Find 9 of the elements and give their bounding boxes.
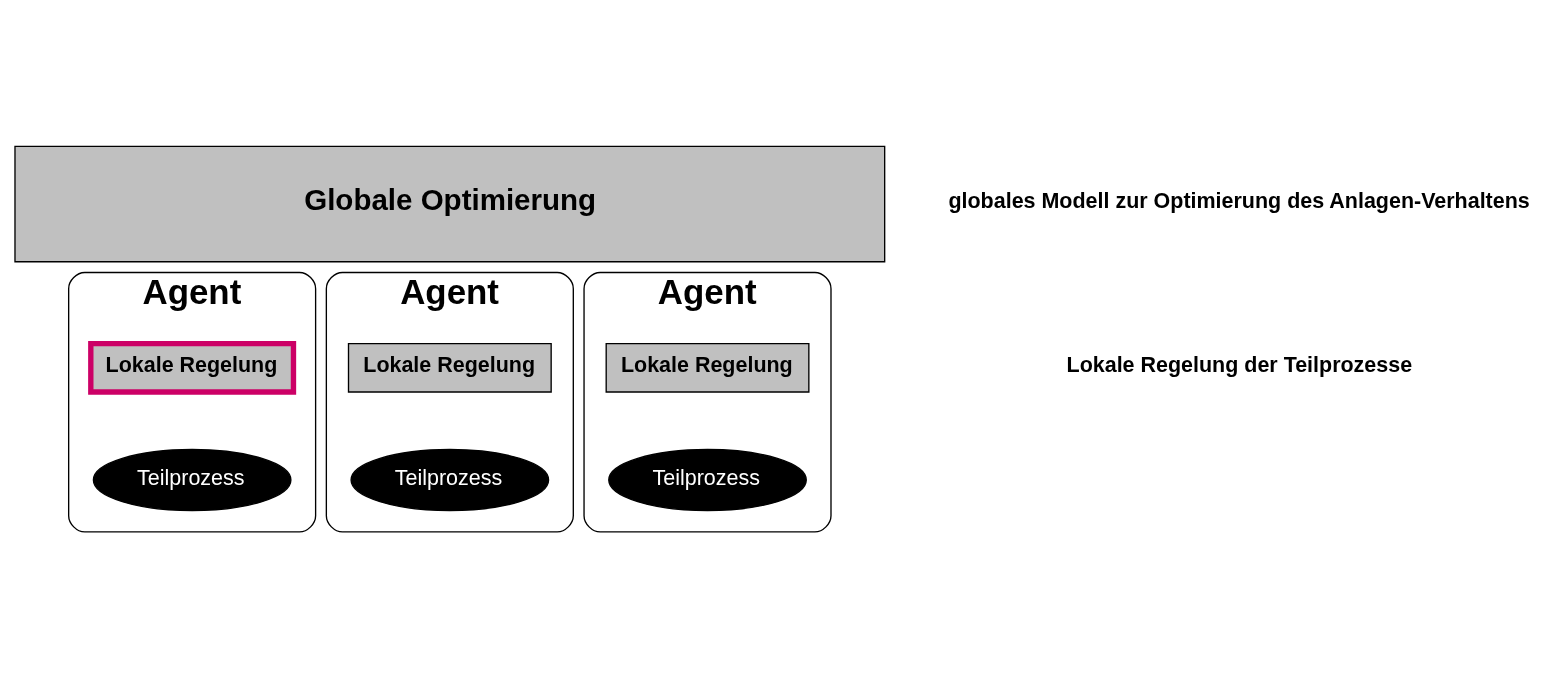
label: globales Modell zur Optimierung des Anlagen-Verhaltens xyxy=(948,188,1530,213)
node-ellipse: Teilprozess xyxy=(608,448,807,511)
label: Lokale Regelung der Teilprozesse xyxy=(1066,352,1413,377)
node-box: Lokale Regelung xyxy=(88,340,297,395)
node-box: Lokale Regelung xyxy=(605,342,810,393)
node-ellipse: Teilprozess xyxy=(92,448,292,511)
node-box: Lokale Regelung xyxy=(347,342,552,393)
node-box: Globale Optimierung xyxy=(14,145,886,262)
node-ellipse: Teilprozess xyxy=(350,448,550,511)
